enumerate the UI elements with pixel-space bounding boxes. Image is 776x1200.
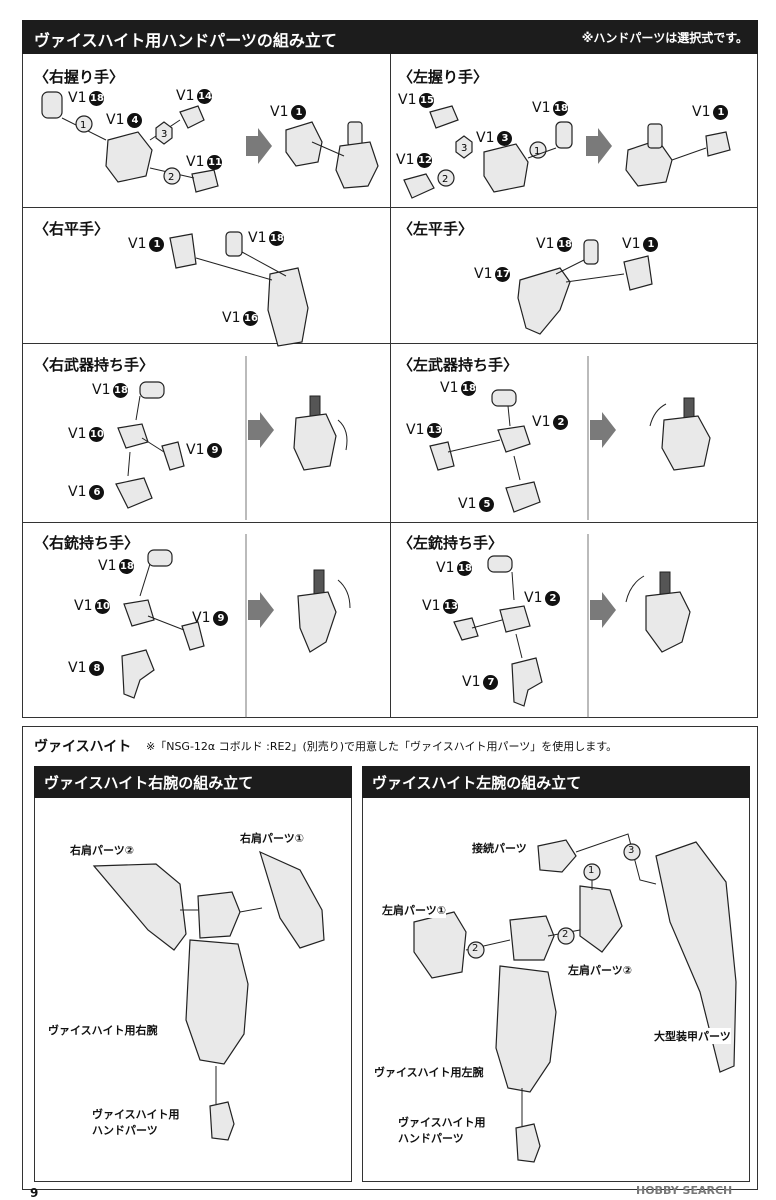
callout-left-joint: 接続パーツ <box>472 840 527 856</box>
panel-title-left-grip: 〈左握り手〉 <box>398 68 489 86</box>
panel-title-left-gun: 〈左銃持ち手〉 <box>398 534 504 552</box>
callout-left-shoulder-1: 左肩パーツ① <box>382 902 447 918</box>
left-arm-step-1: 1 <box>588 865 595 876</box>
svg-text:3: 3 <box>461 143 467 154</box>
arm-section-title: ヴァイスハイト <box>34 739 132 755</box>
callout-left-armor: 大型装甲パーツ <box>654 1028 731 1044</box>
svg-text:1: 1 <box>80 120 86 131</box>
svg-text:1: 1 <box>534 146 540 157</box>
svg-text:3: 3 <box>161 129 167 140</box>
callout-left-forearm: ヴァイスハイト用左腕 <box>374 1064 484 1080</box>
callout-right-hand: ヴァイスハイト用 ハンドパーツ <box>92 1106 180 1138</box>
hand-parts-title: ヴァイスハイト用ハンドパーツの組み立て <box>34 31 337 50</box>
svg-text:2: 2 <box>442 174 448 185</box>
left-arm-header: ヴァイスハイト左腕の組み立て <box>362 766 750 798</box>
callout-right-shoulder-1: 右肩パーツ① <box>240 830 305 846</box>
callout-right-forearm: ヴァイスハイト用右腕 <box>48 1022 158 1038</box>
hand-parts-note: ※ハンドパーツは選択式です。 <box>581 31 748 45</box>
right-arm-title: ヴァイスハイト右腕の組み立て <box>44 774 254 792</box>
left-arm-step-2b: 2 <box>562 929 569 940</box>
callout-right-shoulder-2: 右肩パーツ② <box>70 842 135 858</box>
callout-left-hand: ヴァイスハイト用 ハンドパーツ <box>398 1114 486 1146</box>
panel-title-left-flat: 〈左平手〉 <box>398 220 474 238</box>
watermark: HOBBY SEARCH <box>636 1184 733 1197</box>
arm-section-note: ※「NSG-12α コボルド :RE2」(別売り)で用意した「ヴァイスハイト用パ… <box>146 740 618 753</box>
arm-section <box>22 726 758 1190</box>
left-arm-step-3: 3 <box>628 845 635 856</box>
panel-title-right-weapon: 〈右武器持ち手〉 <box>34 356 155 374</box>
hand-parts-header: ヴァイスハイト用ハンドパーツの組み立て ※ハンドパーツは選択式です。 <box>22 20 758 54</box>
callout-left-shoulder-2: 左肩パーツ② <box>568 962 633 978</box>
left-arm-step-2a: 2 <box>472 943 479 954</box>
right-arm-header: ヴァイスハイト右腕の組み立て <box>34 766 352 798</box>
panel-title-left-weapon: 〈左武器持ち手〉 <box>398 356 519 374</box>
svg-text:2: 2 <box>168 172 174 183</box>
panel-title-right-gun: 〈右銃持ち手〉 <box>34 534 140 552</box>
left-arm-title: ヴァイスハイト左腕の組み立て <box>372 774 582 792</box>
page-number: 9 <box>30 1186 39 1200</box>
panel-title-right-flat: 〈右平手〉 <box>34 220 110 238</box>
hand-parts-illustration: 1 3 2 1 2 3 <box>41 91 731 718</box>
panel-title-right-grip: 〈右握り手〉 <box>34 68 125 86</box>
